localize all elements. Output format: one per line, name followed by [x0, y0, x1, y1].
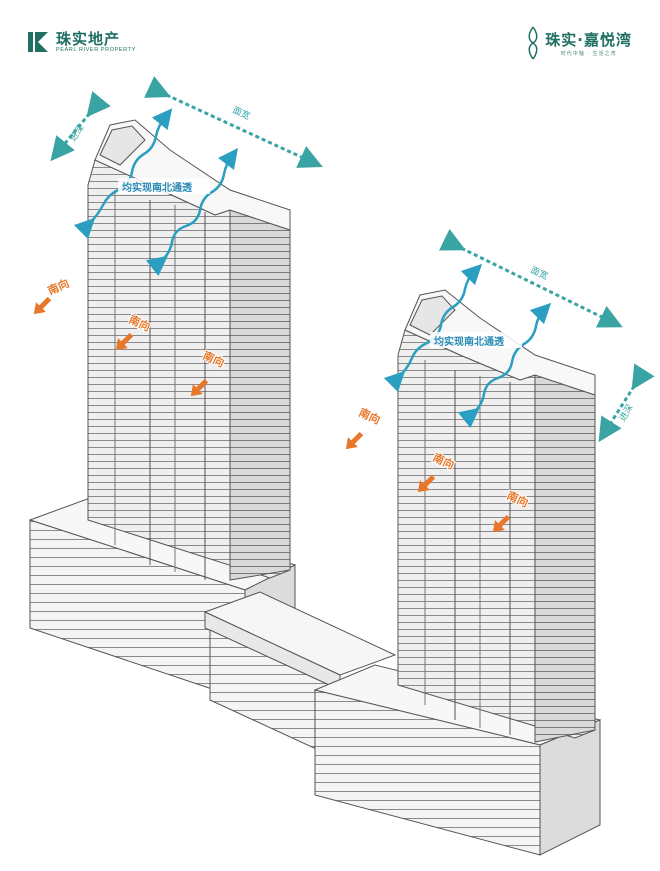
right-width-arrow	[438, 228, 623, 328]
project-mark-icon	[528, 26, 538, 60]
south-arrows	[33, 296, 511, 533]
south-label-1: 南向	[45, 276, 71, 298]
pearl-river-logo-icon	[28, 32, 48, 52]
left-width-arrow	[144, 76, 323, 168]
project-logo: 珠实·嘉悦湾 时代中轴 · 生活之湾	[527, 26, 632, 60]
developer-name-cn: 珠实地产	[56, 30, 121, 48]
sky-bridge	[203, 591, 397, 761]
left-depth-label: 进深	[67, 123, 86, 144]
left-ventilation-arrows	[73, 108, 238, 277]
right-tower	[397, 289, 596, 743]
left-ventilation-label: 均实现南北通透	[122, 181, 193, 194]
project-name-cn: 珠实·嘉悦湾	[545, 31, 632, 49]
right-depth-arrow	[598, 363, 655, 443]
right-depth-label: 进深	[617, 402, 636, 423]
right-ventilation-arrows	[383, 263, 552, 429]
south-label-4: 南向	[357, 405, 383, 427]
developer-name-en: PEARL RIVER PROPERTY	[56, 47, 136, 53]
left-width-label: 面宽	[231, 104, 252, 122]
developer-logo: 珠实地产 PEARL RIVER PROPERTY	[26, 30, 136, 54]
right-width-label: 面宽	[529, 264, 550, 282]
project-tagline: 时代中轴 · 生活之湾	[560, 51, 617, 57]
right-ventilation-label: 均实现南北通透	[434, 335, 505, 348]
right-podium	[313, 664, 602, 856]
